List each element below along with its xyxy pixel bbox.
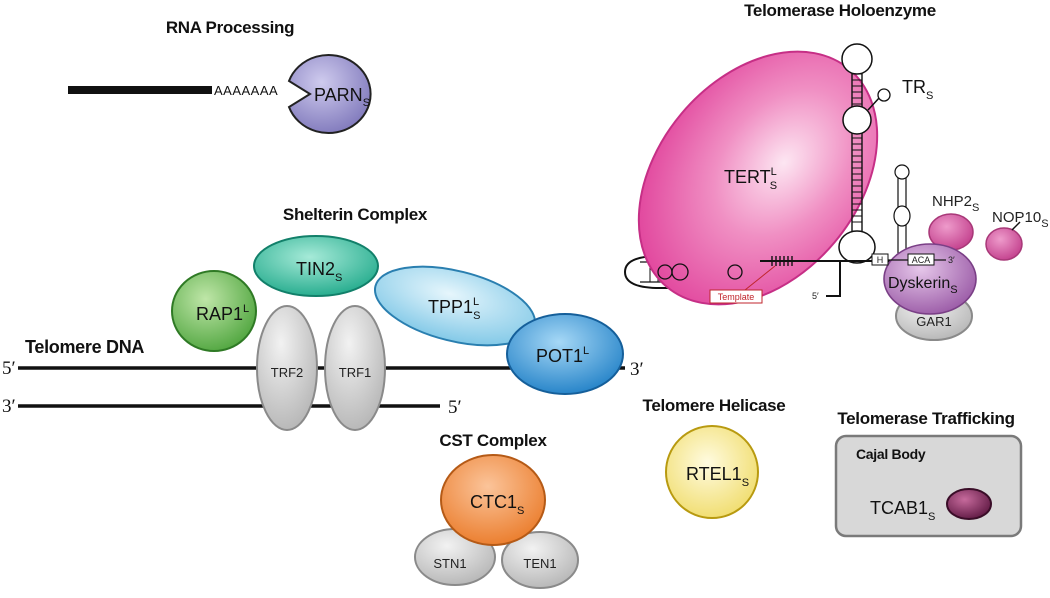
helicase-section: Telomere Helicase RTEL1S bbox=[643, 396, 786, 519]
nop10-protein bbox=[985, 227, 1023, 261]
trf1-label: TRF1 bbox=[339, 365, 372, 380]
dna-bottom-three-prime: 3′ bbox=[2, 396, 16, 417]
ten1-label: TEN1 bbox=[523, 556, 556, 571]
haca-bulge-1 bbox=[893, 205, 911, 227]
ten1-protein bbox=[501, 531, 579, 589]
rna-processing-section: RNA Processing AAAAAAA PARNS bbox=[68, 18, 372, 134]
dna-top-five-prime: 5′ bbox=[2, 358, 16, 379]
holo-five-prime: 5′ bbox=[812, 291, 819, 301]
cst-heading: CST Complex bbox=[439, 431, 547, 450]
trf2-label: TRF2 bbox=[271, 365, 304, 380]
trf2-protein bbox=[256, 305, 318, 431]
template-label: Template bbox=[718, 292, 755, 302]
tcab1-label: TCAB1S bbox=[870, 498, 935, 523]
parn-label: PARNS bbox=[314, 85, 370, 109]
pot1-label: POT1L bbox=[536, 345, 589, 366]
rna-processing-heading: RNA Processing bbox=[166, 18, 294, 37]
h-box-label: H bbox=[877, 255, 884, 265]
tin2-label: TIN2S bbox=[296, 259, 342, 284]
shelterin-heading: Shelterin Complex bbox=[283, 205, 428, 224]
tr-internal-loops bbox=[657, 263, 743, 281]
tr-side-loop bbox=[877, 88, 891, 102]
rtel1-protein bbox=[665, 425, 759, 519]
template-pointer bbox=[744, 265, 776, 291]
polya-tail-label: AAAAAAA bbox=[214, 83, 278, 98]
trf1-protein bbox=[324, 305, 386, 431]
trafficking-heading: Telomerase Trafficking bbox=[837, 409, 1014, 428]
tr-bulge-2 bbox=[838, 230, 876, 264]
telomere-dna-primer bbox=[800, 260, 841, 297]
nop10-pointer bbox=[1011, 221, 1021, 231]
ctc1-protein bbox=[440, 454, 546, 546]
tin2-protein bbox=[253, 235, 379, 297]
tr-side-hairpin bbox=[867, 96, 881, 111]
rna-strand bbox=[68, 86, 212, 94]
telomere-dna-heading: Telomere DNA bbox=[25, 337, 144, 357]
tcab1-protein bbox=[946, 488, 992, 520]
dyskerin-protein bbox=[883, 243, 977, 315]
dna-top-three-prime: 3′ bbox=[630, 359, 644, 380]
nhp2-label: NHP2S bbox=[932, 193, 979, 214]
pot1-protein bbox=[506, 313, 624, 395]
template-box bbox=[709, 289, 763, 304]
holoenzyme-heading: Telomerase Holoenzyme bbox=[744, 1, 936, 20]
tr-bulge-1 bbox=[842, 105, 872, 135]
aca-box-label: ACA bbox=[912, 255, 931, 265]
rtel1-label: RTEL1S bbox=[686, 464, 749, 489]
ctc1-label: CTC1S bbox=[470, 492, 524, 517]
dyskerin-label: DyskerinS bbox=[888, 275, 958, 296]
helicase-heading: Telomere Helicase bbox=[643, 396, 786, 415]
nop10-label: NOP10S bbox=[992, 209, 1049, 230]
template-ticks bbox=[771, 256, 793, 266]
cst-section: CST Complex STN1 TEN1 CTC1S bbox=[414, 431, 579, 589]
rap1-label: RAP1L bbox=[196, 303, 249, 324]
tr-terminal-loop bbox=[841, 43, 873, 75]
trafficking-section: Telomerase Trafficking Cajal Body TCAB1S bbox=[834, 409, 1023, 538]
stn1-label: STN1 bbox=[433, 556, 466, 571]
parn-enzyme bbox=[287, 54, 372, 134]
holo-three-prime: 3′ bbox=[948, 255, 955, 265]
rap1-protein bbox=[171, 270, 257, 352]
haca-loop-1 bbox=[894, 164, 910, 180]
cajal-body-label: Cajal Body bbox=[856, 446, 926, 462]
tr-label: TRS bbox=[902, 77, 933, 102]
gar1-label: GAR1 bbox=[916, 314, 951, 329]
shelterin-section: Shelterin Complex TRF2 TRF1 RAP1L TIN2S … bbox=[171, 205, 624, 431]
dna-bottom-five-prime: 5′ bbox=[448, 397, 462, 418]
